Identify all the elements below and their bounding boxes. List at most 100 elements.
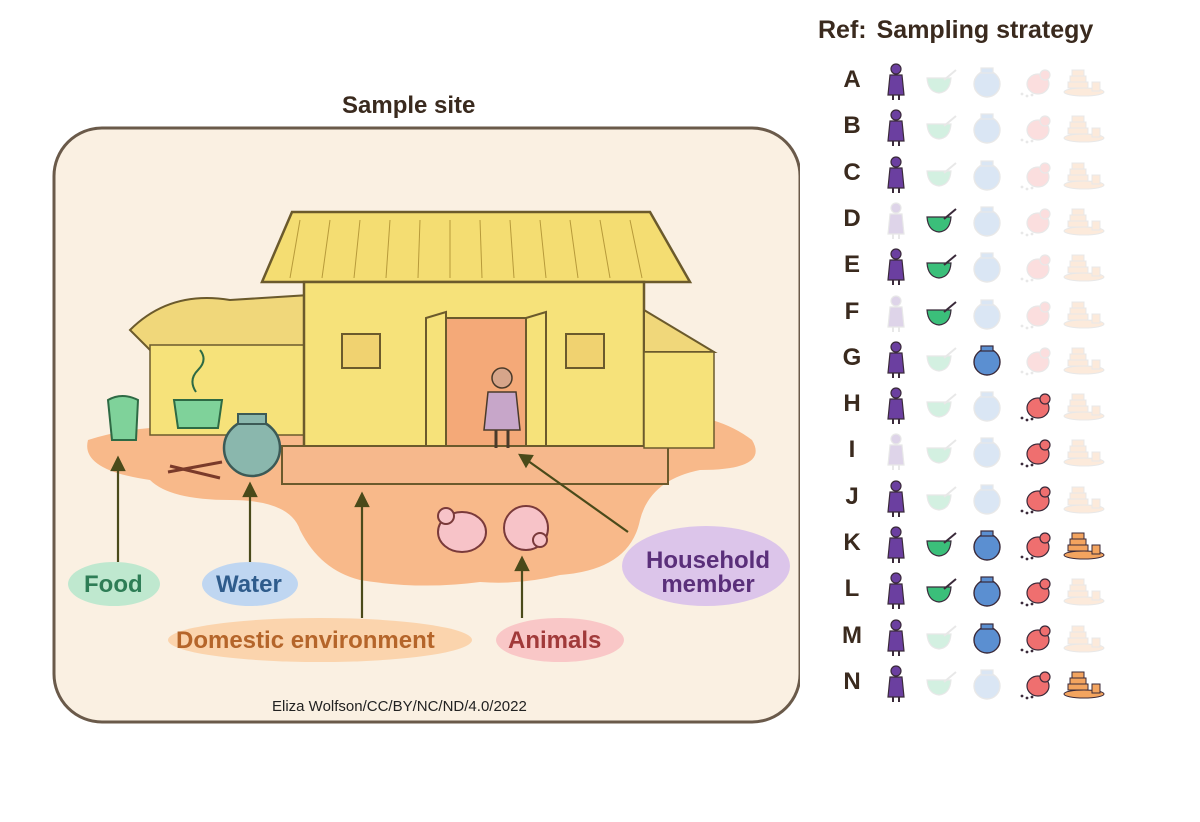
bowl-icon	[924, 108, 958, 153]
strategy-row: K	[840, 525, 1180, 565]
strategy-row: H	[840, 386, 1180, 426]
water-pot-icon	[972, 664, 1002, 709]
dishes-icon	[1062, 618, 1106, 663]
dishes-icon	[1062, 340, 1106, 385]
bowl-icon	[924, 62, 958, 107]
animals-label: Animals	[508, 627, 602, 654]
strategy-row: N	[840, 664, 1180, 704]
side-hut-wall	[643, 351, 715, 449]
household-member-label: Household member	[638, 549, 778, 597]
strategy-row: J	[840, 479, 1180, 519]
chicken-icon	[1016, 664, 1056, 709]
chicken-right	[503, 505, 549, 551]
strategy-row: I	[840, 432, 1180, 472]
strategy-row-ref: E	[843, 251, 860, 279]
person-icon	[884, 432, 908, 477]
person-icon	[884, 479, 908, 524]
strategy-row-ref: K	[843, 529, 861, 556]
person-icon	[884, 108, 908, 153]
dishes-icon	[1062, 525, 1106, 570]
chicken-icon	[1016, 247, 1056, 292]
dishes-icon	[1062, 108, 1106, 153]
food-basket	[106, 395, 140, 441]
dishes-icon	[1062, 62, 1106, 107]
house-window-right	[565, 333, 605, 369]
strategy-row: L	[840, 571, 1180, 611]
bowl-icon	[924, 386, 958, 431]
water-pot-icon	[972, 571, 1002, 616]
person-icon	[884, 247, 908, 292]
bowl-icon	[924, 247, 958, 292]
water-pot-icon	[972, 618, 1002, 663]
strategy-row-ref: M	[842, 621, 862, 649]
household-label-line2: member	[661, 571, 755, 598]
person-icon	[884, 525, 908, 570]
bowl-icon	[924, 155, 958, 200]
water-pot-icon	[972, 432, 1002, 477]
household-label-line1: Household	[646, 547, 770, 574]
water-label: Water	[216, 571, 282, 598]
chicken-icon	[1016, 432, 1056, 477]
person-icon	[884, 340, 908, 385]
bowl-icon	[924, 479, 958, 524]
house-roof	[260, 210, 693, 284]
person-icon	[884, 201, 908, 246]
steam	[191, 349, 205, 393]
strategy-row: A	[840, 62, 1180, 102]
strategy-row-ref: N	[843, 667, 861, 695]
water-label-bg	[202, 562, 298, 606]
bowl-icon	[924, 571, 958, 616]
bowl-icon	[924, 201, 958, 246]
person-icon	[884, 664, 908, 709]
bowl-icon	[924, 340, 958, 385]
label-arrows	[110, 453, 629, 618]
chicken-icon	[1016, 155, 1056, 200]
bowl-icon	[924, 618, 958, 663]
water-pot-icon	[972, 386, 1002, 431]
strategy-row-ref: F	[844, 297, 860, 325]
bowl-icon	[924, 294, 958, 339]
chicken-left	[437, 507, 487, 553]
dishes-icon	[1062, 664, 1106, 709]
lean-to-wall	[149, 344, 311, 436]
strategy-row-ref: G	[842, 343, 862, 371]
chicken-icon	[1016, 62, 1056, 107]
strategy-row: D	[840, 201, 1180, 241]
water-pot-icon	[972, 294, 1002, 339]
strategy-row: B	[840, 108, 1180, 148]
chicken-icon	[1016, 294, 1056, 339]
household-label-bg	[622, 526, 790, 606]
strategy-row: E	[840, 247, 1180, 287]
strategy-row-ref: H	[843, 390, 861, 418]
bowl-icon	[924, 525, 958, 570]
strategy-header: Ref:Sampling strategy	[818, 16, 1103, 45]
dishes-icon	[1062, 294, 1106, 339]
strategy-row: G	[840, 340, 1180, 380]
strategy-row-ref: B	[843, 112, 861, 140]
strategy-row: M	[840, 618, 1180, 658]
dishes-icon	[1062, 432, 1106, 477]
dishes-icon	[1062, 386, 1106, 431]
strategy-row-ref: L	[844, 575, 860, 603]
person-icon	[884, 571, 908, 616]
chicken-icon	[1016, 479, 1056, 524]
chicken-icon	[1016, 108, 1056, 153]
strategy-row-ref: D	[843, 204, 861, 232]
door-left-leaf	[425, 310, 447, 454]
strategy-row: F	[840, 294, 1180, 334]
dishes-icon	[1062, 155, 1106, 200]
credit-line: Eliza Wolfson/CC/BY/NC/ND/4.0/2022	[272, 698, 527, 715]
chicken-icon	[1016, 618, 1056, 663]
water-pot-icon	[972, 201, 1002, 246]
chicken-icon	[1016, 386, 1056, 431]
household-member-figure	[483, 367, 521, 448]
water-pot-icon	[972, 108, 1002, 153]
strategy-row-ref: A	[843, 66, 861, 93]
person-icon	[884, 386, 908, 431]
strategy-row: C	[840, 155, 1180, 195]
food-label: Food	[84, 571, 143, 598]
person-icon	[884, 155, 908, 200]
bowl-icon	[924, 432, 958, 477]
house-veranda	[281, 445, 669, 485]
chicken-icon	[1016, 201, 1056, 246]
